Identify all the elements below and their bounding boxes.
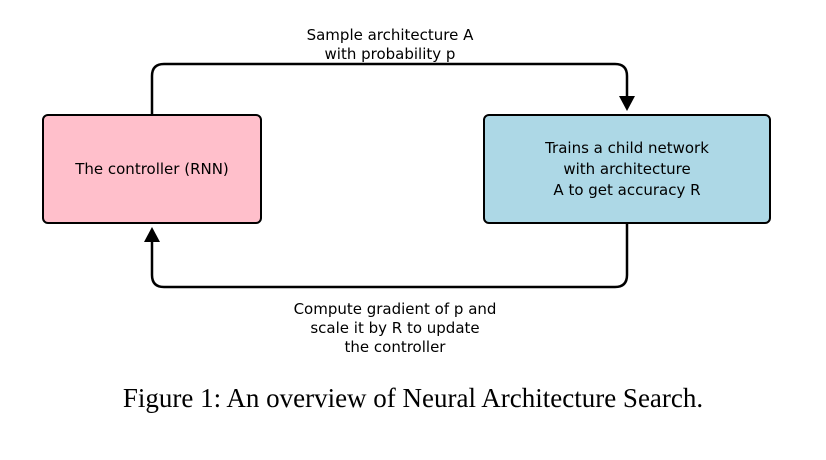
figure-caption: Figure 1: An overview of Neural Architec… <box>122 383 704 413</box>
edge-bottom-label: Compute gradient of p and scale it by R … <box>293 300 497 356</box>
edge-top-path <box>150 62 629 114</box>
edge-bottom-arrowhead <box>144 227 160 242</box>
controller-node-label: The controller (RNN) <box>75 159 229 178</box>
edge-top-arrowhead <box>619 96 635 111</box>
child-network-node-label: Trains a child network with architecture… <box>545 138 709 199</box>
controller-node: The controller (RNN) <box>42 114 262 224</box>
child-network-node: Trains a child network with architecture… <box>483 114 771 224</box>
edge-top-label: Sample architecture A with probability p <box>306 26 474 63</box>
edge-bottom-path <box>150 224 629 289</box>
